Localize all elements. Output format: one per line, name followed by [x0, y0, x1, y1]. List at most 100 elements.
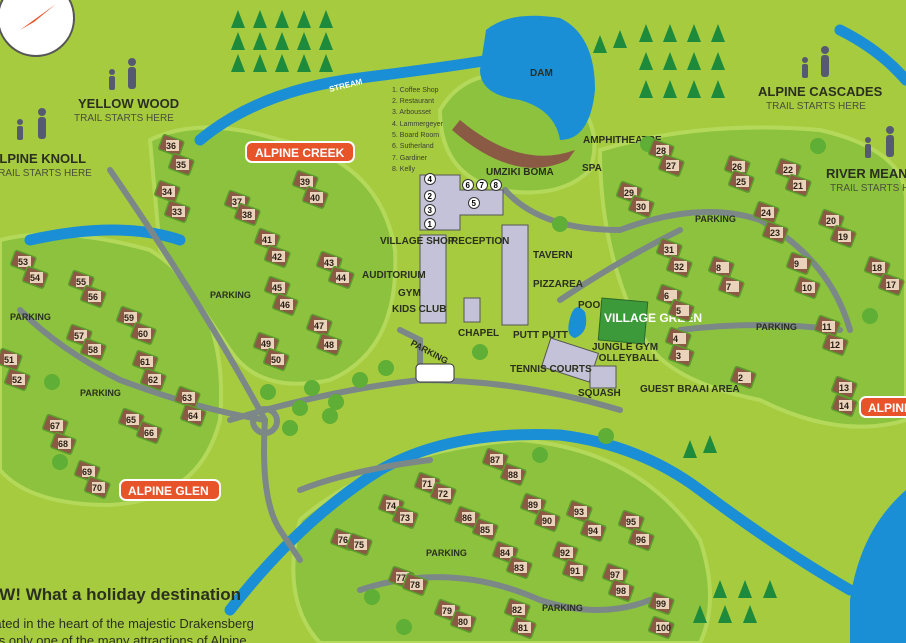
legend-item: 4. Lammergeyer	[392, 121, 444, 128]
chalet-number: 78	[410, 580, 420, 590]
chalet-number: 69	[82, 467, 92, 477]
chalet-number: 31	[664, 245, 674, 255]
bush-icon	[378, 360, 394, 376]
trail-name: YELLOW WOOD	[78, 96, 179, 111]
chalet-number: 23	[770, 228, 780, 238]
chalet: 2	[730, 365, 757, 389]
chalet-number: 86	[462, 513, 472, 523]
tree-icon	[687, 52, 701, 70]
trail-name: RIVER MEANDER	[826, 166, 906, 181]
bush-icon	[352, 372, 368, 388]
chalet-number: 7	[726, 282, 731, 292]
tree-icon	[231, 54, 245, 72]
chalet-number: 70	[92, 483, 102, 493]
building-number: 3	[428, 206, 433, 215]
chalet-number: 44	[336, 273, 346, 283]
chalet-number: 92	[560, 548, 570, 558]
chalet-number: 82	[512, 605, 522, 615]
chalet: 92	[552, 540, 579, 564]
chalet: 78	[402, 572, 429, 596]
kids-club-label: KIDS CLUB	[392, 304, 446, 315]
legend-item: 2. Restaurant	[392, 98, 434, 105]
chalet: 7	[718, 274, 745, 298]
chalet: 72	[430, 481, 457, 505]
tree-icon	[687, 80, 701, 98]
village-shop-label: VILLAGE SHOP	[380, 236, 455, 247]
parking-label: PARKING	[695, 214, 736, 224]
building-marker	[424, 173, 436, 185]
bush-icon	[364, 589, 380, 605]
area-badge-alpine-creek	[245, 141, 355, 163]
tavern-label: TAVERN	[533, 250, 573, 261]
village-green	[597, 297, 649, 345]
chalet-number: 18	[872, 263, 882, 273]
chalet-number: 35	[176, 160, 186, 170]
tree-icon	[593, 35, 607, 53]
tree-icon	[663, 80, 677, 98]
chalet-number: 84	[500, 548, 510, 558]
chalet-number: 63	[182, 393, 192, 403]
chalet-number: 12	[830, 340, 840, 350]
tree-icon	[663, 52, 677, 70]
chalet-number: 33	[172, 207, 182, 217]
chalet: 87	[482, 447, 509, 471]
chalet: 14	[831, 393, 858, 417]
chalet-number: 98	[616, 586, 626, 596]
chalet-number: 66	[144, 428, 154, 438]
chalet: 98	[608, 578, 635, 602]
area-name: ALPINE CREEK	[255, 146, 345, 160]
tree-icon	[711, 24, 725, 42]
chalet: 73	[392, 505, 419, 529]
tree-icon	[687, 24, 701, 42]
trail-name: ALPINE KNOLL	[0, 151, 86, 166]
amphitheatre-label: AMPHITHEATRE	[583, 135, 662, 146]
hill-zones	[0, 72, 906, 643]
tree-icon	[639, 80, 653, 98]
chalet-number: 27	[666, 161, 676, 171]
chalet: 95	[618, 509, 645, 533]
chalet-number: 58	[88, 345, 98, 355]
chalet: 54	[22, 265, 49, 289]
shuttle-bus-icon	[415, 363, 455, 383]
building-number: 4	[428, 175, 433, 184]
chalet: 46	[272, 292, 299, 316]
trail-sub: TRAIL STARTS HERE	[74, 113, 174, 124]
chalet-number: 8	[716, 263, 721, 273]
chalet-number: 40	[310, 193, 320, 203]
chalet-number: 36	[166, 141, 176, 151]
gym-label: GYM	[398, 288, 421, 299]
chalet-number: 88	[508, 470, 518, 480]
legend-item: 7. Gardiner	[392, 155, 428, 162]
building-number: 7	[480, 181, 485, 190]
chalet: 4	[665, 326, 692, 350]
chalet: 18	[864, 255, 891, 279]
building-number: 5	[472, 199, 477, 208]
chalet-number: 73	[400, 513, 410, 523]
dam-label: DAM	[530, 68, 553, 79]
chalet: 90	[534, 508, 561, 532]
chalet: 48	[316, 332, 343, 356]
chalet-number: 9	[794, 259, 799, 269]
chalet: 30	[628, 194, 655, 218]
chalet: 34	[154, 179, 181, 203]
compass-icon	[0, 0, 75, 57]
parking-label: PARKING	[80, 388, 121, 398]
chalet: 100	[648, 615, 675, 639]
chalet-number: 74	[386, 501, 396, 511]
chalet: 50	[263, 347, 290, 371]
chalet-number: 19	[838, 232, 848, 242]
chalet: 44	[328, 265, 355, 289]
chalet-number: 62	[148, 375, 158, 385]
trail-sub: TRAIL STARTS HERE	[830, 183, 906, 194]
chalet: 62	[140, 367, 167, 391]
building-number: 2	[428, 192, 433, 201]
brochure-text: this is only one of the many attractions…	[0, 633, 247, 643]
bush-icon	[396, 619, 412, 635]
chalet-number: 2	[738, 373, 743, 383]
bush-icon	[472, 344, 488, 360]
chalet: 45	[264, 275, 291, 299]
chalet: 25	[728, 169, 755, 193]
legend-item: 1. Coffee Shop	[392, 87, 439, 94]
tree-icon	[297, 32, 311, 50]
chalet: 82	[504, 597, 531, 621]
